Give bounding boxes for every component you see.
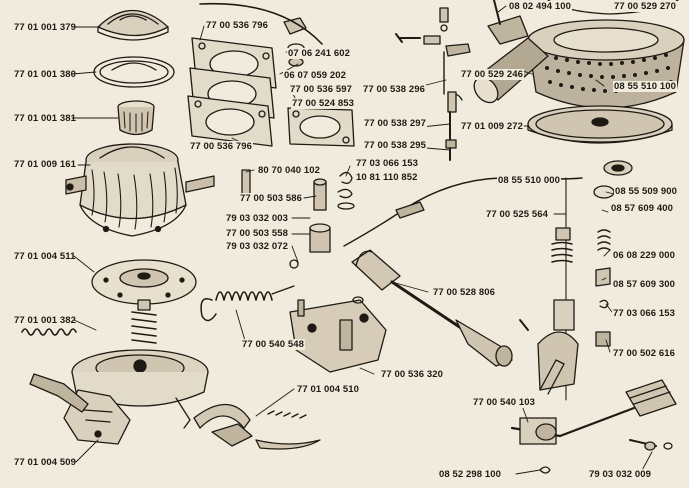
part-label: 06 07 059 202 <box>283 70 348 81</box>
part-label: 77 00 529 246 <box>460 69 525 80</box>
part-label: 77 00 540 103 <box>472 397 537 408</box>
part-label: 77 00 536 597 <box>289 84 354 95</box>
part-label: 08 52 298 100 <box>438 469 503 480</box>
part-label: 79 03 032 003 <box>225 213 290 224</box>
part-label: 08 55 510 100 <box>613 81 678 92</box>
part-label: 08 57 609 400 <box>610 203 675 214</box>
part-label: 77 01 004 511 <box>14 251 76 262</box>
part-label: 79 03 032 009 <box>588 469 653 480</box>
pump-top-cap <box>97 9 169 41</box>
accelerator-pedal <box>510 319 677 474</box>
part-label: 08 57 609 300 <box>612 279 677 290</box>
part-label: 77 00 502 616 <box>612 348 677 359</box>
part-label: 77 00 503 558 <box>225 228 290 239</box>
part-label: 06 08 229 000 <box>612 250 677 261</box>
part-label: 10 81 110 852 <box>355 172 419 183</box>
part-label: 77 01 004 510 <box>296 384 361 395</box>
pump-diaphragm <box>91 259 197 305</box>
small-coil-spring <box>21 328 77 336</box>
rocker-lever <box>193 403 321 450</box>
part-label: 79 03 032 072 <box>225 241 290 252</box>
adjusting-screws <box>445 91 457 161</box>
part-label: 77 00 536 796 <box>189 141 254 152</box>
part-label: 77 01 009 272 <box>460 121 525 132</box>
part-label: 77 00 540 548 <box>241 339 306 350</box>
part-label: 77 00 536 320 <box>380 369 445 380</box>
linkage-rod <box>351 249 513 367</box>
part-label: 80 70 040 102 <box>257 165 322 176</box>
part-label: 77 00 528 806 <box>432 287 497 298</box>
part-label: 08 55 510 000 <box>497 175 562 186</box>
pump-spring <box>131 299 157 344</box>
part-label: 77 01 001 382 <box>14 315 77 326</box>
part-label: 07 06 241 602 <box>287 48 352 59</box>
throttle-bracket <box>289 296 387 373</box>
part-label: 77 03 066 153 <box>612 308 677 319</box>
retaining-clips <box>337 171 355 210</box>
part-label: 08 02 494 100 <box>508 1 573 12</box>
part-label: 77 01 001 381 <box>14 113 77 124</box>
part-label: 77 01 004 509 <box>14 457 77 468</box>
part-label: 77 01 009 161 <box>14 159 77 170</box>
air-filter-lid <box>527 105 673 144</box>
part-label: 77 00 538 297 <box>363 118 428 129</box>
part-label: 77 00 524 853 <box>291 98 356 109</box>
carb-gaskets <box>187 37 277 147</box>
part-label: 77 00 503 586 <box>239 193 304 204</box>
part-label: 77 01 001 380 <box>14 69 77 80</box>
part-label: 77 03 066 153 <box>355 158 420 169</box>
return-spring <box>200 285 295 322</box>
part-label: 77 01 001 379 <box>14 22 77 33</box>
part-label: 77 00 538 295 <box>363 140 428 151</box>
single-gasket <box>287 107 355 147</box>
part-label: 77 00 538 296 <box>362 84 427 95</box>
mounting-bracket <box>395 7 471 101</box>
pump-lower-body <box>29 349 209 445</box>
part-label: 08 55 509 900 <box>614 186 679 197</box>
pump-upper-body <box>65 143 215 237</box>
part-label: 77 00 525 564 <box>485 209 550 220</box>
cable-spring <box>551 227 575 331</box>
throttle-screws <box>241 169 331 269</box>
pump-seal-ring <box>93 56 175 88</box>
part-label: 77 00 529 270 <box>613 1 678 12</box>
pump-filter-cup <box>117 100 155 136</box>
cable-clamp-parts <box>593 160 633 309</box>
part-label: 77 00 536 796 <box>205 20 270 31</box>
